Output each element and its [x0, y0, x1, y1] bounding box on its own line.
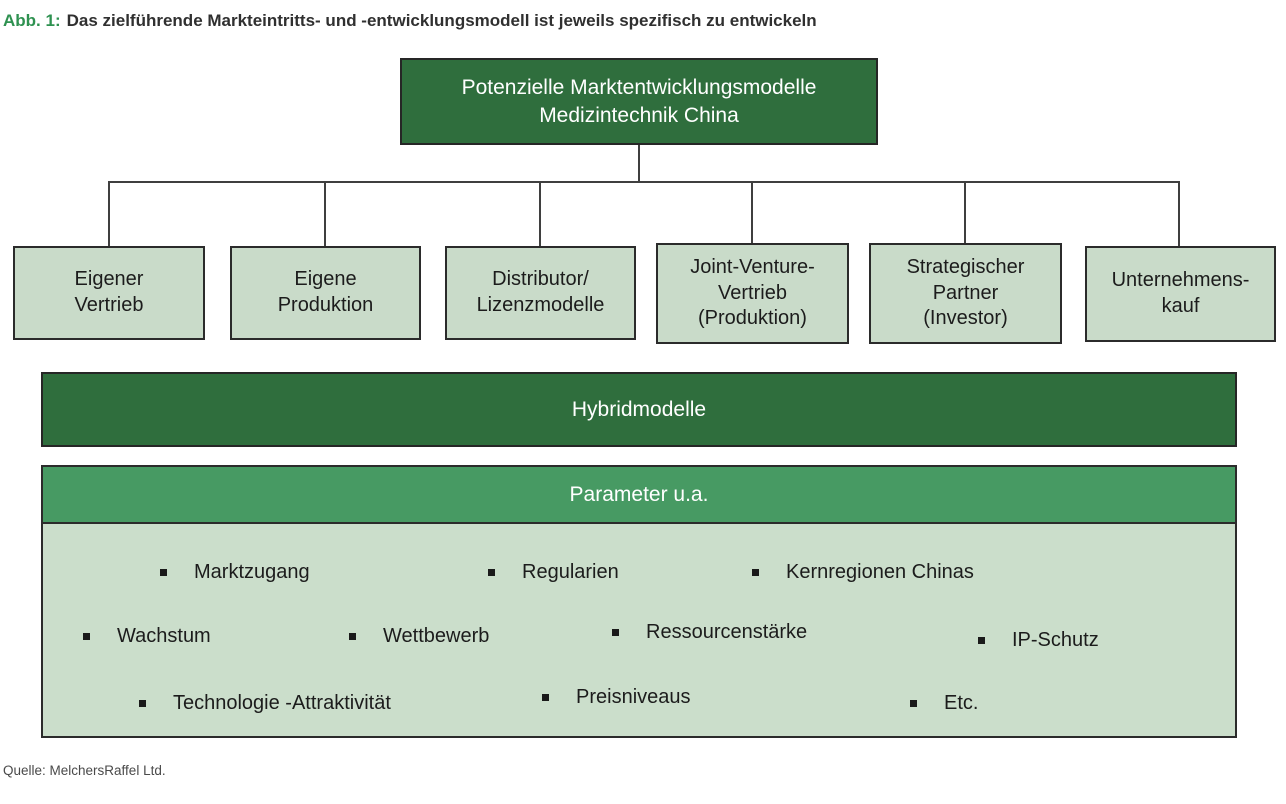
bullet-square-icon	[160, 568, 167, 576]
model-box-label: Unternehmens- kauf	[1111, 269, 1250, 317]
param-item-label: Wettbewerb	[383, 624, 490, 647]
bullet-square-icon	[139, 699, 146, 707]
param-item-label: Kernregionen Chinas	[786, 560, 974, 583]
figure-title-text: Das zielführende Markteintritts- und -en…	[66, 11, 817, 30]
figure-title: Abb. 1: Das zielführende Markteintritts- …	[3, 10, 1283, 31]
model-box-strategischer-partner: Strategischer Partner (Investor)	[869, 243, 1062, 344]
param-item-technologie-attraktivitaet: Technologie -Attraktivität	[139, 691, 391, 715]
bullet-square-icon	[488, 568, 495, 576]
param-item-label: Marktzugang	[194, 560, 310, 583]
param-item-etc: Etc.	[910, 691, 978, 715]
hybrid-bar-label: Hybridmodelle	[571, 397, 707, 421]
param-item-ressourcenstaerke: Ressourcenstärke	[612, 620, 807, 644]
param-item-label: Regularien	[522, 560, 619, 583]
model-box-label: Joint-Venture- Vertrieb (Produktion)	[690, 256, 815, 330]
param-item-ip-schutz: IP-Schutz	[978, 628, 1099, 652]
model-box-eigene-produktion: Eigene Produktion	[230, 246, 421, 340]
connector-drop-4	[751, 182, 753, 244]
bullet-square-icon	[752, 568, 759, 576]
bullet-square-icon	[910, 699, 917, 707]
root-box-label: Potenzielle Marktentwicklungsmodelle Med…	[461, 75, 817, 127]
param-item-label: Ressourcenstärke	[646, 620, 808, 643]
bullet-square-icon	[83, 632, 90, 640]
param-item-kernregionen-chinas: Kernregionen Chinas	[752, 560, 974, 584]
connector-drop-5	[964, 182, 966, 244]
connector-drop-2	[324, 182, 326, 247]
model-box-label: Eigene Produktion	[277, 268, 374, 316]
parameter-block: Parameter u.a. Marktzugang Regularien Ke…	[41, 465, 1237, 738]
param-item-wachstum: Wachstum	[83, 624, 211, 648]
model-box-joint-venture-vertrieb: Joint-Venture- Vertrieb (Produktion)	[656, 243, 849, 344]
param-item-preisniveaus: Preisniveaus	[542, 685, 691, 709]
param-item-label: Preisniveaus	[576, 685, 691, 708]
parameter-header-label: Parameter u.a.	[569, 482, 709, 506]
model-box-distributor-lizenzmodelle: Distributor/ Lizenzmodelle	[445, 246, 636, 340]
parameter-header: Parameter u.a.	[43, 467, 1235, 524]
connector-root-stem	[638, 145, 640, 182]
model-box-label: Eigener Vertrieb	[74, 268, 144, 316]
param-item-label: Technologie -Attraktivität	[173, 691, 391, 714]
param-item-marktzugang: Marktzugang	[160, 560, 310, 584]
connector-drop-3	[539, 182, 541, 247]
model-box-eigener-vertrieb: Eigener Vertrieb	[13, 246, 205, 340]
connector-horizontal-rail	[108, 181, 1180, 183]
model-box-label: Distributor/ Lizenzmodelle	[476, 268, 605, 316]
connector-drop-6	[1178, 182, 1180, 247]
param-item-label: IP-Schutz	[1012, 628, 1099, 651]
model-box-unternehmenskauf: Unternehmens- kauf	[1085, 246, 1276, 342]
bullet-square-icon	[978, 636, 985, 644]
param-item-wettbewerb: Wettbewerb	[349, 624, 489, 648]
param-item-label: Wachstum	[117, 624, 211, 647]
connector-drop-1	[108, 182, 110, 247]
param-item-regularien: Regularien	[488, 560, 619, 584]
bullet-square-icon	[612, 628, 619, 636]
model-box-label: Strategischer Partner (Investor)	[906, 256, 1025, 330]
root-box-marktentwicklungsmodelle: Potenzielle Marktentwicklungsmodelle Med…	[400, 58, 878, 145]
bullet-square-icon	[542, 693, 549, 701]
figure-number-label: Abb. 1:	[3, 11, 61, 30]
parameter-body: Marktzugang Regularien Kernregionen Chin…	[43, 524, 1235, 736]
bullet-square-icon	[349, 632, 356, 640]
hybrid-bar: Hybridmodelle	[41, 372, 1237, 447]
param-item-label: Etc.	[944, 691, 979, 714]
source-line: Quelle: MelchersRaffel Ltd.	[3, 763, 166, 778]
